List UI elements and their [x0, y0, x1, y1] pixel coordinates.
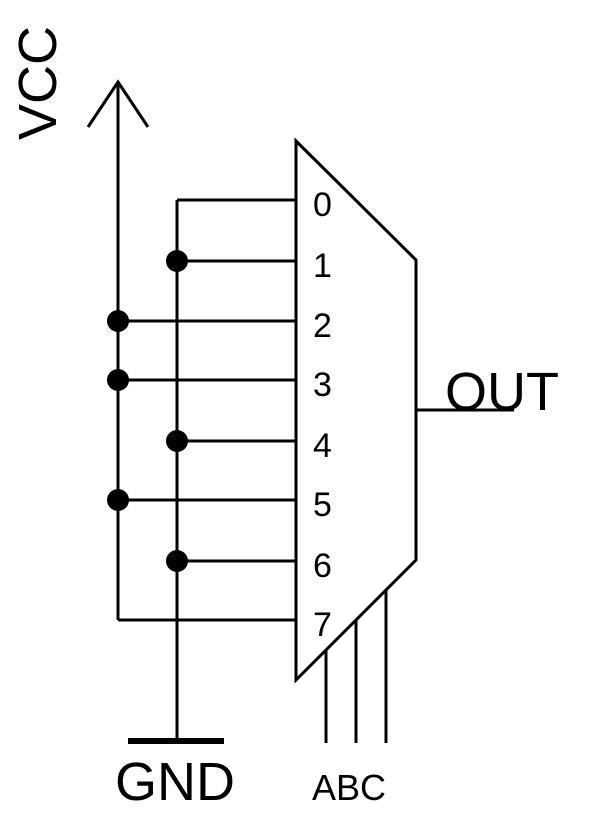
input-labels: 0 1 2 3 4 5 6 7	[313, 186, 332, 644]
junction-dot-5	[107, 489, 129, 511]
junction-dot-6	[166, 550, 188, 572]
junction-dot-4	[166, 430, 188, 452]
input-label-7: 7	[313, 606, 332, 644]
gnd-label: GND	[115, 752, 235, 812]
input-label-5: 5	[313, 486, 332, 524]
gnd-rail	[128, 200, 224, 744]
junction-dots	[107, 250, 188, 572]
junction-dot-2	[107, 310, 129, 332]
select-lines	[324, 590, 388, 743]
junction-dot-3	[107, 369, 129, 391]
junction-dot-1	[166, 250, 188, 272]
input-label-1: 1	[313, 247, 332, 285]
input-label-2: 2	[313, 307, 332, 345]
input-wires	[118, 198, 296, 622]
out-label: OUT	[445, 362, 559, 422]
mux-body	[294, 137, 418, 684]
input-label-3: 3	[313, 366, 332, 404]
input-label-6: 6	[313, 547, 332, 585]
input-label-4: 4	[313, 427, 332, 465]
select-label: ABC	[312, 767, 386, 808]
vcc-arrow	[86, 79, 150, 128]
vcc-rail	[86, 79, 150, 620]
input-label-0: 0	[313, 186, 332, 224]
vcc-label: VCC	[8, 26, 68, 140]
